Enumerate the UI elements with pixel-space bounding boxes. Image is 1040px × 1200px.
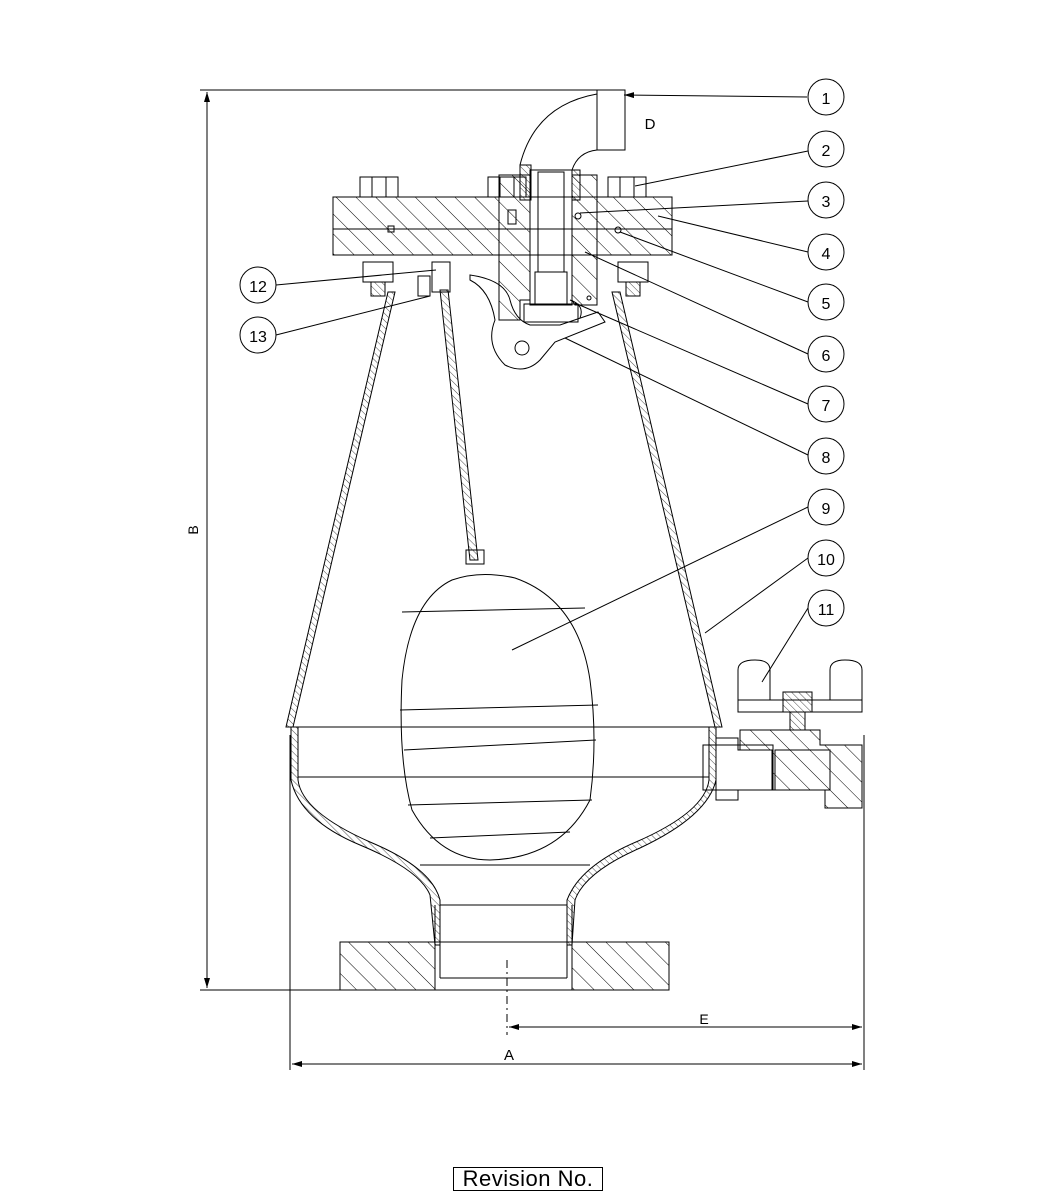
conical-body — [285, 291, 723, 728]
svg-text:2: 2 — [822, 143, 831, 160]
balloon-13: 13 — [239, 316, 277, 354]
balloon-7: 7 — [807, 385, 845, 423]
float-rod — [417, 261, 485, 565]
float-ball — [399, 573, 599, 861]
dimension-label-a: A — [504, 1047, 514, 1064]
svg-text:1: 1 — [822, 91, 831, 108]
balloon-9: 9 — [807, 488, 845, 526]
balloon-3: 3 — [807, 181, 845, 219]
svg-text:3: 3 — [822, 194, 831, 211]
balloon-6: 6 — [807, 335, 845, 373]
cover-flange — [332, 196, 673, 256]
dimension-label-d: D — [645, 116, 656, 133]
svg-text:6: 6 — [822, 348, 831, 365]
balloon-4: 4 — [807, 233, 845, 271]
dimension-label-b: B — [185, 525, 201, 534]
leader-lines — [275, 92, 809, 683]
elbow-outlet — [519, 89, 626, 201]
balloon-5: 5 — [807, 283, 845, 321]
dimension-e — [506, 960, 862, 1035]
float-lever — [469, 274, 606, 370]
revision-number-box: Revision No. — [453, 1167, 603, 1191]
svg-text:8: 8 — [822, 450, 831, 467]
side-valve — [702, 659, 863, 809]
svg-text:10: 10 — [817, 552, 835, 569]
svg-text:4: 4 — [822, 246, 831, 263]
dimension-label-e: E — [699, 1011, 708, 1027]
svg-text:7: 7 — [822, 398, 831, 415]
dimension-a — [289, 735, 865, 1070]
inlet-flange — [339, 904, 670, 991]
svg-text:13: 13 — [249, 329, 267, 346]
balloon-8: 8 — [807, 437, 845, 475]
balloon-11: 11 — [807, 589, 845, 627]
lower-body — [290, 726, 717, 946]
balloon-2: 2 — [807, 130, 845, 168]
svg-text:5: 5 — [822, 296, 831, 313]
balloon-1: 1 — [807, 78, 845, 116]
svg-text:9: 9 — [822, 501, 831, 518]
balloon-10: 10 — [807, 539, 845, 577]
svg-text:12: 12 — [249, 279, 267, 296]
balloon-12: 12 — [239, 266, 277, 304]
svg-text:11: 11 — [818, 602, 835, 619]
seat-housing — [498, 169, 622, 323]
